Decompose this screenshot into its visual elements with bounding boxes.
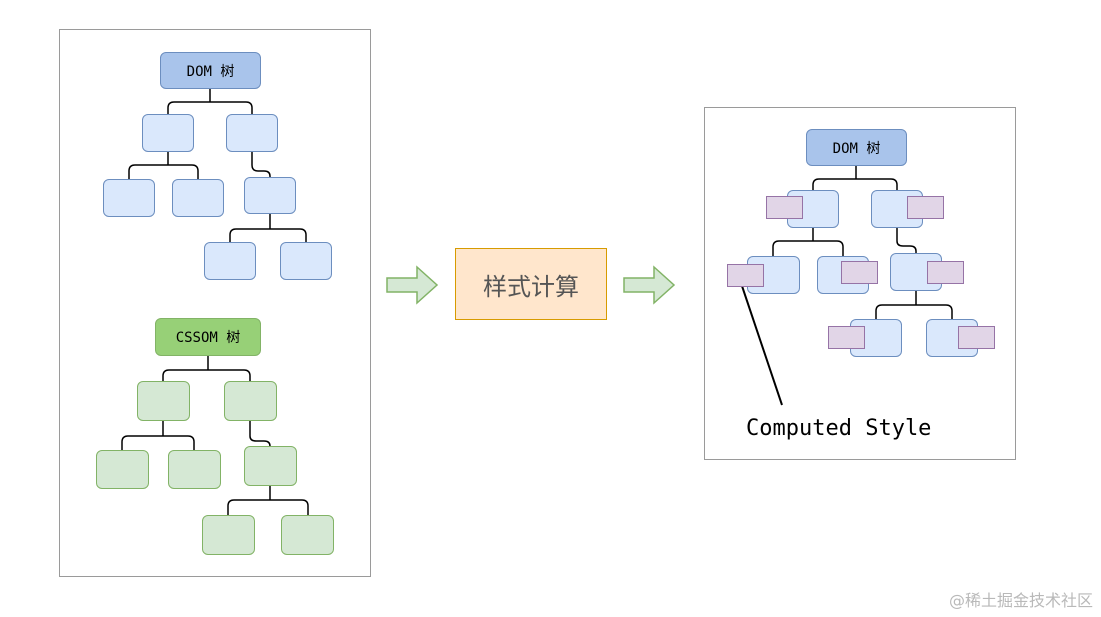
result-dom-tree-root: DOM 树 xyxy=(806,129,907,166)
dom-node xyxy=(172,179,224,217)
computed-style-tag xyxy=(727,264,764,287)
cssom-node xyxy=(96,450,149,489)
dom-node xyxy=(142,114,194,152)
cssom-node xyxy=(137,381,190,421)
style-calculation-label: 样式计算 xyxy=(483,272,579,301)
computed-style-tag xyxy=(907,196,944,219)
right-arrow-icon xyxy=(623,265,676,305)
computed-style-tag xyxy=(828,326,865,349)
right-arrow-icon xyxy=(386,265,439,305)
watermark: @稀土掘金技术社区 xyxy=(948,591,1093,610)
dom-node xyxy=(244,177,296,214)
computed-style-tag xyxy=(766,196,803,219)
cssom-node xyxy=(224,381,277,421)
style-calculation-box: 样式计算 xyxy=(455,248,607,320)
result-dom-tree-root-label: DOM 树 xyxy=(832,140,881,157)
dom-node xyxy=(280,242,332,280)
cssom-node xyxy=(168,450,221,489)
dom-node xyxy=(103,179,155,217)
cssom-node xyxy=(202,515,255,555)
cssom-tree-root-label: CSSOM 树 xyxy=(175,330,241,346)
computed-style-tag xyxy=(841,261,878,284)
computed-style-caption: Computed Style xyxy=(746,416,932,441)
dom-node xyxy=(204,242,256,280)
dom-node xyxy=(226,114,278,152)
dom-tree-root: DOM 树 xyxy=(160,52,261,89)
dom-node xyxy=(926,319,978,357)
dom-node xyxy=(747,256,800,294)
computed-style-tag xyxy=(958,326,995,349)
computed-style-tag xyxy=(927,261,964,284)
dom-tree-root-label: DOM 树 xyxy=(186,63,235,80)
cssom-node xyxy=(281,515,334,555)
cssom-tree-root: CSSOM 树 xyxy=(155,318,261,356)
cssom-node xyxy=(244,446,297,486)
